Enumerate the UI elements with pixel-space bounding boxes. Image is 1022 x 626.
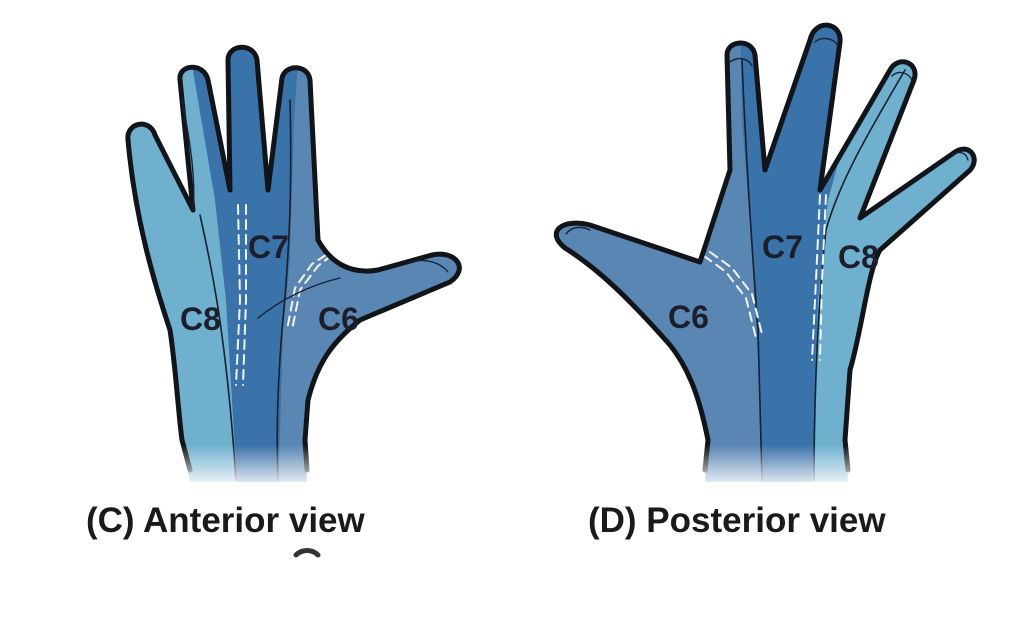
posterior-label-c8: C8	[838, 239, 879, 275]
anterior-c8-c7-boundary	[199, 214, 237, 481]
decorative-mark	[293, 548, 321, 558]
anterior-dashed-boundary-ulnar-2	[242, 204, 247, 386]
posterior-label-c7: C7	[762, 229, 803, 265]
anterior-caption: (C) Anterior view	[86, 501, 366, 540]
posterior-fade	[560, 445, 980, 490]
posterior-nail-index	[729, 57, 753, 67]
anterior-palm-crease	[257, 277, 341, 319]
posterior-dashed-boundary-ulnar-2	[819, 194, 827, 361]
posterior-hand-outline	[553, 22, 977, 473]
anterior-hand-outline	[125, 44, 462, 473]
posterior-dashed-boundary-radial-2	[709, 251, 763, 335]
posterior-label-c6: C6	[668, 299, 709, 335]
anterior-thumbnail	[409, 259, 449, 273]
anterior-label-c8: C8	[180, 301, 221, 337]
anterior-finger-edge-little	[181, 99, 195, 211]
anterior-dashed-boundary-ulnar	[235, 204, 242, 386]
anterior-dashed-boundary-radial-2	[286, 254, 327, 331]
posterior-dashed-boundary-radial	[703, 255, 757, 339]
anterior-label-c6: C6	[318, 301, 359, 337]
anterior-c8-region	[127, 47, 238, 483]
posterior-nail-little	[951, 151, 969, 161]
posterior-c7-c8-boundary	[813, 69, 906, 481]
anterior-hand-diagram: C7 C8 C6	[120, 44, 480, 490]
posterior-hand-diagram: C7 C8 C6	[553, 22, 980, 490]
anterior-label-c7: C7	[248, 229, 289, 265]
anterior-fade	[120, 445, 480, 490]
posterior-dashed-boundary-ulnar	[811, 194, 821, 361]
posterior-caption: (D) Posterior view	[588, 501, 886, 540]
anterior-c7-c6-boundary	[276, 99, 292, 481]
posterior-nail-middle	[814, 37, 839, 47]
posterior-nail-ring	[891, 71, 913, 81]
anterior-dashed-boundary-radial	[291, 254, 333, 331]
posterior-nail-thumb	[565, 226, 591, 235]
